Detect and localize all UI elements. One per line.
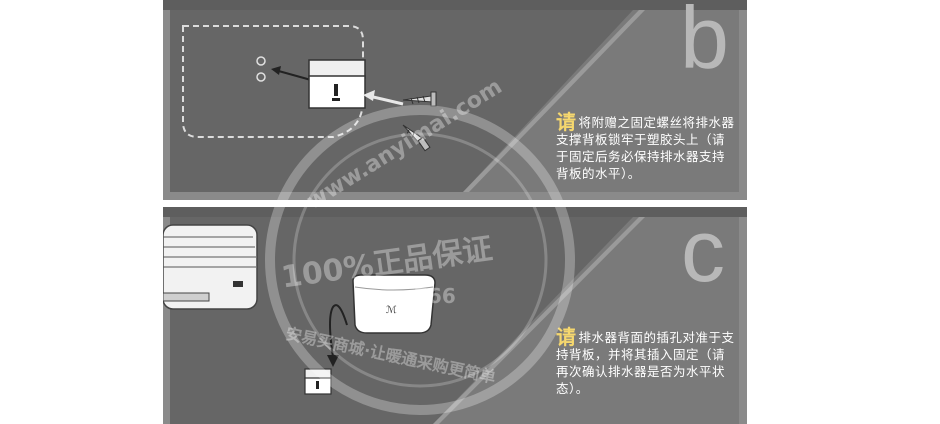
screw-icon <box>402 91 437 107</box>
bracket-slot-icon <box>316 381 319 389</box>
step-b-panel: b 请将附赠之固定螺丝将排水器支撑背板锁牢于塑胶头上（请于固定后务必保持排水器支… <box>163 0 747 200</box>
step-c-panel: ℳ c 请排水器背面的插孔对准于支持背板，并将其插入固定（请再次确认排水器是否为… <box>163 207 747 424</box>
step-c-instruction: 请排水器背面的插孔对准于支持背板，并将其插入固定（请再次确认排水器是否为水平状态… <box>556 327 736 397</box>
instruction-text: 将附赠之固定螺丝将排水器支撑背板锁牢于塑胶头上（请于固定后务必保持排水器支持背板… <box>556 115 735 181</box>
diagonal-stripe <box>463 10 645 192</box>
bracket-slot-icon <box>334 84 338 96</box>
instruction-lead: 请 <box>556 110 577 134</box>
step-letter: b <box>680 0 729 87</box>
panel-top-band <box>163 207 747 217</box>
step-letter: c <box>681 207 725 300</box>
bracket-slot-base <box>332 98 340 101</box>
screw-hole-icon <box>256 56 266 66</box>
arrow-icon <box>274 69 312 81</box>
drain-pump-icon: ℳ <box>352 274 436 334</box>
curved-arrow-icon <box>329 304 348 358</box>
svg-text:ℳ: ℳ <box>386 305 397 316</box>
step-c-illustration: ℳ <box>163 217 739 424</box>
light-arrow-icon <box>368 94 404 106</box>
step-b-illustration <box>182 10 739 192</box>
diagonal-stripe <box>433 217 645 424</box>
light-arrow-head-icon <box>363 90 375 101</box>
screw-icon <box>402 124 431 152</box>
panel-top-band <box>163 0 747 10</box>
diagonal-band <box>463 10 739 192</box>
instruction-lead: 请 <box>556 325 577 349</box>
diagonal-band <box>433 217 739 424</box>
air-conditioner-icon <box>163 224 258 310</box>
arrow-head-icon <box>327 355 339 367</box>
step-b-instruction: 请将附赠之固定螺丝将排水器支撑背板锁牢于塑胶头上（请于固定后务必保持排水器支持背… <box>556 112 736 182</box>
wall-outline <box>182 25 364 138</box>
screw-hole-icon <box>256 72 266 82</box>
instruction-text: 排水器背面的插孔对准于支持背板，并将其插入固定（请再次确认排水器是否为水平状态）… <box>556 330 735 396</box>
arrow-head-icon <box>271 66 281 75</box>
